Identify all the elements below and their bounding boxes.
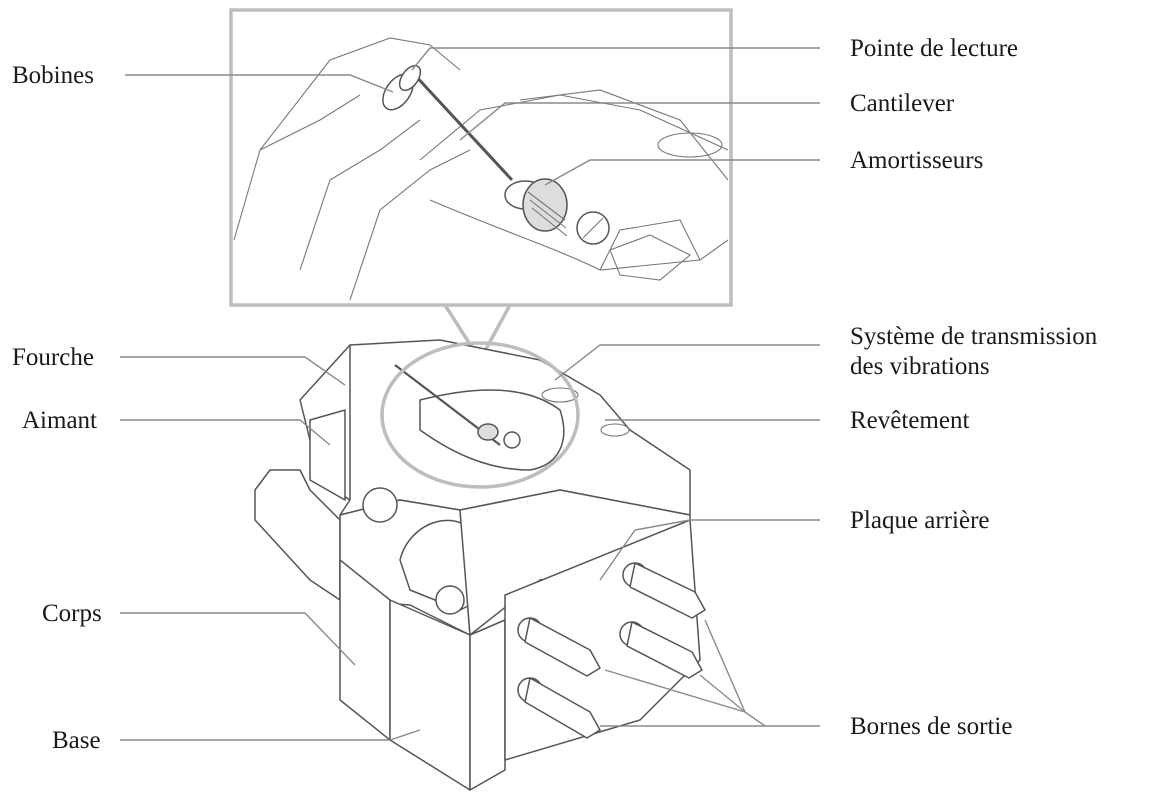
inset-drawing [233, 37, 729, 301]
leader-bornes-2 [704, 619, 746, 713]
label-amortisseurs: Amortisseurs [850, 147, 983, 174]
terminal-pin [619, 621, 703, 679]
label-base: Base [52, 727, 101, 754]
leader-fourche [120, 356, 346, 386]
label-corps: Corps [42, 600, 102, 627]
output-terminals [517, 562, 706, 739]
label-fourche: Fourche [12, 344, 94, 371]
zoom-inset [229, 8, 733, 364]
labels: Bobines Pointe de lecture Cantilever Amo… [12, 35, 1098, 754]
leader-bornes-4 [604, 669, 746, 713]
leader-base [120, 729, 421, 741]
zoom-circle [380, 341, 580, 489]
terminal-pin [517, 677, 601, 739]
inset-frame [229, 8, 733, 307]
leader-bobines [125, 74, 394, 93]
label-plaque: Plaque arrière [850, 507, 990, 534]
leader-pointe [411, 47, 820, 71]
label-revetement: Revêtement [850, 407, 969, 434]
leader-corps [120, 612, 356, 666]
label-aimant: Aimant [22, 407, 97, 434]
label-systeme-line1: Système de transmission [850, 323, 1098, 350]
terminal-pin [622, 562, 706, 619]
label-pointe: Pointe de lecture [850, 35, 1018, 62]
label-systeme-line2: des vibrations [850, 353, 990, 380]
magnet-part [309, 409, 346, 501]
leader-amortisseurs [544, 159, 820, 186]
label-bobines: Bobines [12, 62, 94, 89]
label-cantilever: Cantilever [850, 90, 955, 117]
leader-bornes-3 [699, 674, 746, 713]
terminal-pin [517, 617, 601, 677]
leader-aimant [120, 419, 331, 446]
leader-plaque [599, 519, 820, 581]
leader-lines [120, 47, 820, 741]
cartridge-body [254, 339, 706, 791]
leader-bornes-join [744, 711, 766, 727]
label-bornes: Bornes de sortie [850, 713, 1012, 740]
leader-cantilever [459, 102, 820, 141]
leader-systeme [554, 344, 820, 381]
